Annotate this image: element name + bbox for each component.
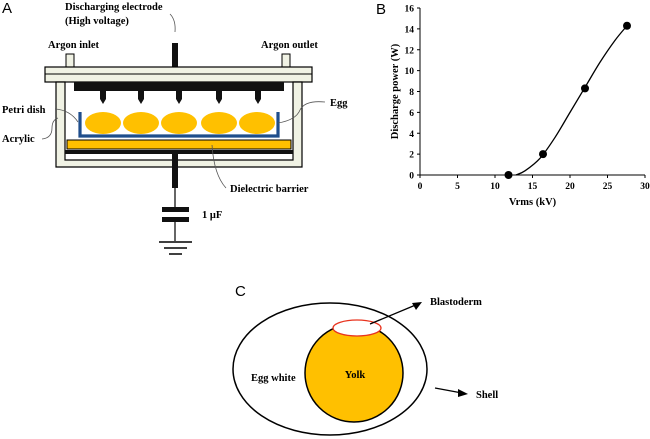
x-tick-label: 5	[455, 182, 460, 192]
capacitor-plate-top	[162, 207, 189, 212]
eggs	[85, 112, 275, 134]
blastoderm-arrow	[369, 302, 422, 325]
y-ticks: 0 2 4 6 8 10 12 14 16	[405, 5, 420, 182]
x-tick-label: 10	[490, 182, 500, 192]
data-point	[623, 21, 631, 30]
blastoderm	[332, 319, 382, 337]
label-petri-dish: Petri dish	[2, 105, 46, 116]
data-points	[504, 21, 631, 179]
y-tick-label: 4	[409, 130, 414, 140]
y-tick-label: 10	[405, 67, 415, 77]
egg-4	[201, 112, 237, 134]
panel-letter-c: C	[235, 283, 246, 300]
label-capacitor: 1 μF	[202, 210, 222, 221]
x-axis-label: Vrms (kV)	[509, 197, 557, 208]
label-shell: Shell	[476, 390, 498, 401]
argon-inlet-port	[65, 53, 75, 68]
shell-arrow	[434, 387, 468, 397]
panel-letter-a: A	[2, 0, 12, 17]
panel-letter-b: B	[376, 1, 386, 18]
ground-lead	[172, 154, 178, 188]
egg-2	[123, 112, 159, 134]
discharge-power-chart: 0 5 10 15 20 25 30 0 2 4 6 8 10 12 14 16 Vrms (kV) Dis…	[390, 5, 650, 209]
label-electrode-line2: (High voltage)	[65, 16, 129, 27]
electrode-bar	[74, 82, 284, 91]
fit-curve	[515, 25, 628, 176]
y-tick-label: 0	[409, 172, 414, 182]
panel-b: B 0 5 10 15 20 25 30 0 2 4 6 8 10 12 14 16 Vrms (kV) D…	[376, 1, 650, 208]
y-tick-label: 16	[405, 5, 415, 15]
label-yolk: Yolk	[345, 370, 366, 381]
panel-c: C Yolk Egg white Blastoderm Shell	[232, 283, 498, 436]
y-tick-label: 2	[409, 151, 414, 161]
data-point	[581, 84, 589, 93]
label-dielectric-barrier: Dielectric barrier	[230, 184, 309, 195]
x-tick-label: 15	[528, 182, 538, 192]
y-tick-label: 6	[409, 109, 414, 119]
electrode-tips	[100, 91, 261, 104]
y-tick-label: 14	[405, 25, 415, 35]
data-point	[504, 171, 513, 179]
petri-dish	[78, 112, 280, 138]
acrylic-chamber-wall	[55, 81, 303, 168]
y-axis-label: Discharge power (W)	[390, 43, 401, 139]
label-blastoderm: Blastoderm	[430, 297, 482, 308]
y-tick-label: 8	[409, 88, 414, 98]
x-tick-label: 0	[418, 182, 423, 192]
egg-1	[85, 112, 121, 134]
y-tick-label: 12	[405, 46, 415, 56]
data-point	[539, 150, 547, 159]
label-argon-inlet: Argon inlet	[48, 40, 100, 51]
ground-electrode-plate	[65, 150, 293, 154]
electrode-rod	[172, 43, 178, 67]
label-egg: Egg	[330, 98, 348, 109]
x-tick-label: 30	[640, 182, 650, 192]
x-tick-label: 25	[603, 182, 613, 192]
x-ticks: 0 5 10 15 20 25 30	[418, 175, 650, 192]
egg-5	[239, 112, 275, 134]
egg-3	[161, 112, 197, 134]
electrode-leader-line	[169, 13, 176, 33]
capacitor-plate-bottom	[162, 217, 189, 222]
ground-symbol	[159, 241, 192, 255]
label-egg-white: Egg white	[251, 373, 296, 384]
x-tick-label: 20	[565, 182, 575, 192]
dielectric-barrier	[66, 139, 292, 150]
argon-outlet-port	[281, 53, 291, 68]
label-acrylic: Acrylic	[2, 134, 35, 145]
label-argon-outlet: Argon outlet	[261, 40, 318, 51]
label-electrode-line1: Discharging electrode	[65, 2, 163, 13]
panel-a: A Discharging electrode (High voltage) A…	[2, 0, 348, 255]
